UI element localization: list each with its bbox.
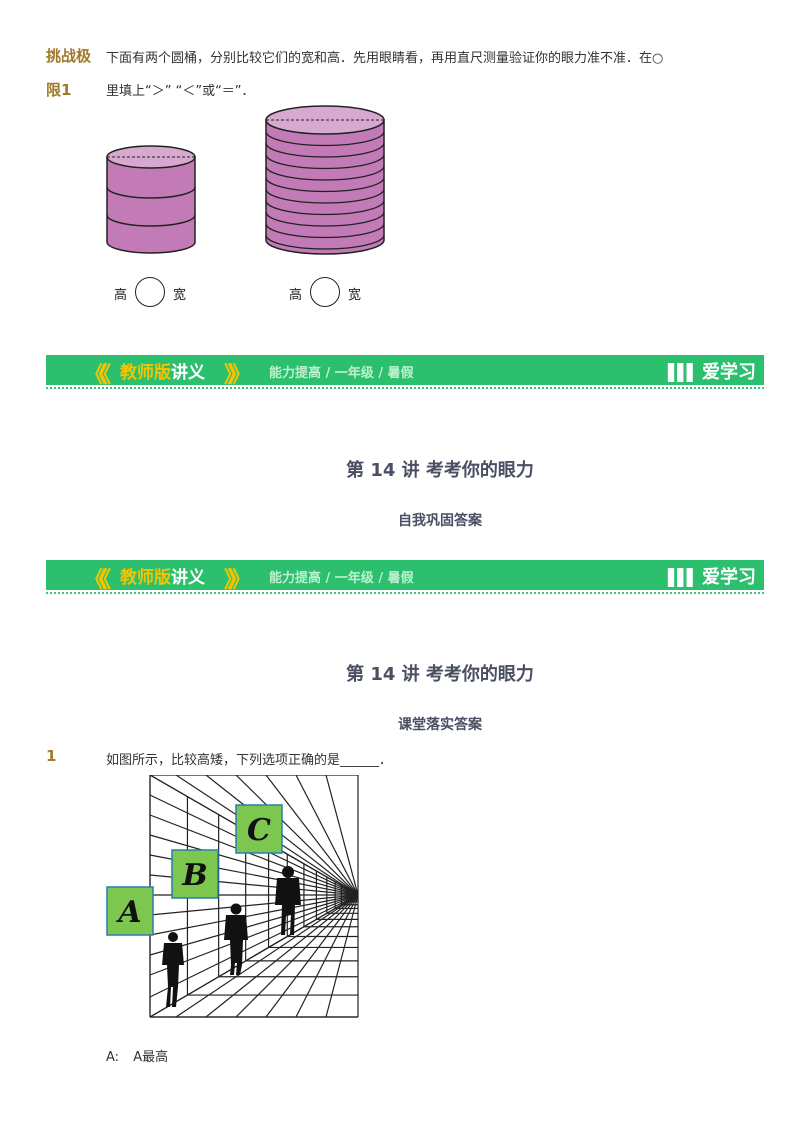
label-box-b: B <box>171 849 219 899</box>
cylinders-figure <box>106 105 385 255</box>
compare-right-width-label: 宽 <box>348 288 362 303</box>
perspective-ray <box>149 814 359 896</box>
banner-breadcrumb: 能力提高 / 一年级 / 暑假 <box>269 366 414 381</box>
banner-title-b: 讲义 <box>171 568 205 588</box>
cylinder-layer-line <box>265 177 385 193</box>
challenge-text-line1: 下面有两个圆桶，分别比较它们的宽和高．先用眼睛看，再用直尺测量验证你的眼力准不准… <box>106 51 664 66</box>
banner-title-a: 教师版 <box>120 363 171 383</box>
label-a: A <box>115 895 141 930</box>
perspective-ray <box>205 894 359 1018</box>
person-figure-c <box>275 866 301 935</box>
section-subtitle-1: 自我巩固答案 <box>398 513 482 529</box>
compare-left-circle[interactable] <box>135 277 165 307</box>
perspective-ray <box>149 894 359 1018</box>
chevron-left-icon: 《《 <box>84 363 111 388</box>
chevron-right-icon: 》》 <box>224 363 251 388</box>
cylinder-layer-line <box>265 165 385 181</box>
section-subtitle-2: 课堂落实答案 <box>398 717 482 733</box>
cylinder-layer-line <box>265 188 385 204</box>
banner-title-a: 教师版 <box>120 568 171 588</box>
small-cylinder <box>106 145 196 254</box>
logo-text: 爱学习 <box>702 362 756 383</box>
cylinder-layer-line <box>265 200 385 216</box>
teacher-banner-1: 《《 教师版讲义 》》 能力提高 / 一年级 / 暑假 ▌▌▌爱学习 <box>46 355 764 389</box>
label-box-a: A <box>106 886 154 936</box>
banner-breadcrumb: 能力提高 / 一年级 / 暑假 <box>269 571 414 586</box>
banner-bar <box>46 355 764 385</box>
option-a-prefix: A: <box>106 1050 120 1065</box>
cylinder-layer-line <box>265 223 385 239</box>
person-figure-a <box>162 932 184 1007</box>
cylinder-layer-line <box>265 131 385 147</box>
perspective-ray <box>325 894 359 1018</box>
perspective-ray <box>265 894 359 1018</box>
banner-divider <box>46 592 764 594</box>
option-a[interactable]: A: A最高 <box>106 1046 168 1065</box>
corridor-illusion-figure: A B C <box>106 775 359 1018</box>
perspective-ray <box>149 894 359 956</box>
cylinder-layer-line <box>265 234 385 250</box>
banner-bar <box>46 560 764 590</box>
perspective-ray <box>149 894 359 916</box>
logo-mark-icon: ▌▌▌ <box>668 363 699 382</box>
label-b: B <box>181 858 207 893</box>
compare-left-width-label: 宽 <box>173 288 187 303</box>
teacher-banner-2: 《《 教师版讲义 》》 能力提高 / 一年级 / 暑假 ▌▌▌爱学习 <box>46 560 764 594</box>
question-number: 1 <box>46 747 57 765</box>
lecture-title-1: 第 14 讲 考考你的眼力 <box>346 460 534 481</box>
chevron-left-icon: 《《 <box>84 568 111 593</box>
perspective-ray <box>175 894 359 1018</box>
banner-title: 教师版讲义 <box>120 358 205 383</box>
lecture-title-2: 第 14 讲 考考你的眼力 <box>346 664 534 685</box>
person-figure-b <box>224 903 248 975</box>
challenge-tag-line1: 挑战极 <box>46 47 92 65</box>
label-c: C <box>247 813 271 848</box>
cylinder-layer-line <box>265 142 385 158</box>
question-text: 如图所示，比较高矮，下列选项正确的是______． <box>106 753 393 768</box>
perspective-ray <box>295 894 359 1018</box>
perspective-ray <box>235 894 359 1018</box>
banner-title: 教师版讲义 <box>120 563 205 588</box>
perspective-ray <box>149 894 359 998</box>
aixuexi-logo: ▌▌▌爱学习 <box>668 358 756 384</box>
chevron-right-icon: 》》 <box>224 568 251 593</box>
challenge-tag-line2: 限1 <box>46 81 72 99</box>
perspective-ray <box>149 894 359 976</box>
large-cylinder <box>265 105 385 255</box>
perspective-ray <box>325 775 359 896</box>
logo-text: 爱学习 <box>702 567 756 588</box>
perspective-ray <box>149 894 359 936</box>
compare-left-height-label: 高 <box>114 288 128 303</box>
perspective-ray <box>235 775 359 896</box>
banner-divider <box>46 387 764 389</box>
cylinder-layer-line <box>265 211 385 227</box>
logo-mark-icon: ▌▌▌ <box>668 568 699 587</box>
label-box-c: C <box>235 804 283 854</box>
challenge-text-line2: 里填上“＞” “＜”或“＝”． <box>106 84 255 99</box>
option-a-text: A最高 <box>133 1050 169 1065</box>
banner-title-b: 讲义 <box>171 363 205 383</box>
perspective-ray <box>149 834 359 896</box>
aixuexi-logo: ▌▌▌爱学习 <box>668 563 756 589</box>
cylinder-layer-line <box>265 154 385 170</box>
compare-right-height-label: 高 <box>289 288 303 303</box>
compare-right-circle[interactable] <box>310 277 340 307</box>
perspective-ray <box>265 775 359 896</box>
perspective-ray <box>295 775 359 896</box>
